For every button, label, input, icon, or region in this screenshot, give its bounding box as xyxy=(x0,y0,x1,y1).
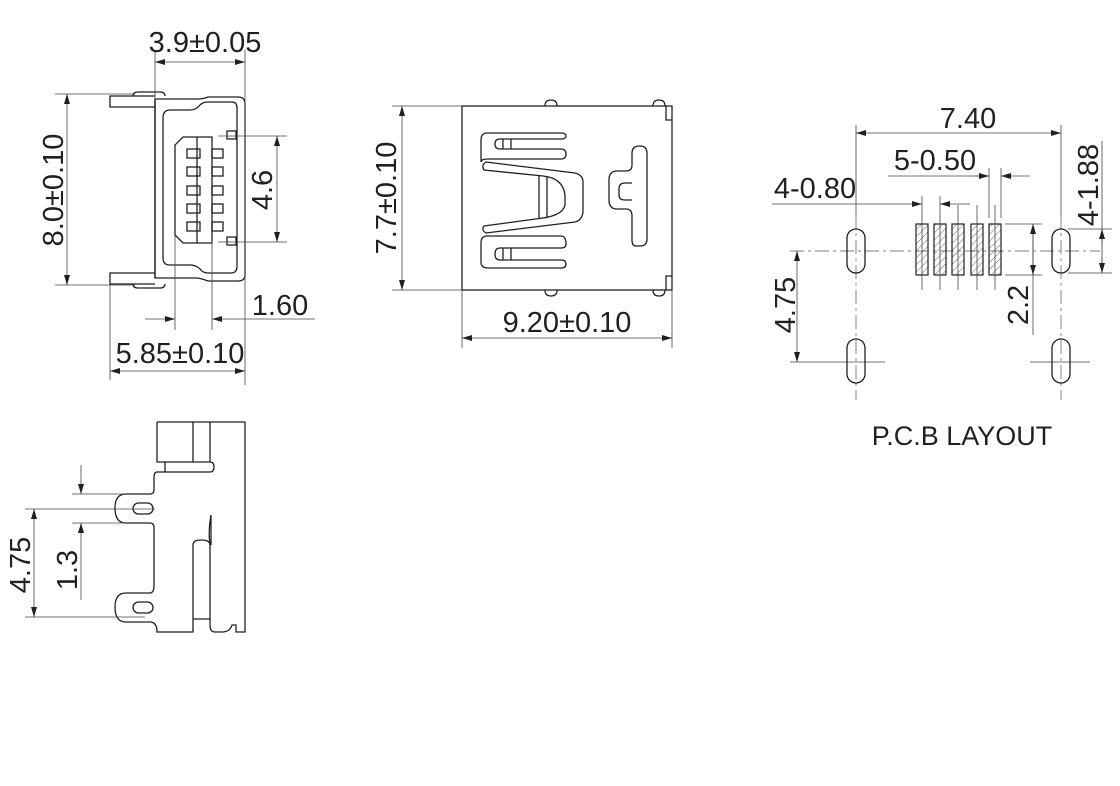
profile-dimension-lines xyxy=(25,465,155,618)
slot-width-label: 4-0.80 xyxy=(774,173,856,205)
side-bump xyxy=(544,99,558,107)
slot-hole xyxy=(846,338,866,384)
pin-contact xyxy=(186,185,224,196)
inner-shell xyxy=(162,101,238,274)
front-dimension-lines xyxy=(55,50,315,385)
side-view: 7.7±0.10 9.20±0.10 xyxy=(371,99,673,348)
v-spring-cutout xyxy=(482,161,584,234)
upper-spring-cutout xyxy=(480,132,567,163)
lower-spring-cutout xyxy=(480,235,567,269)
tab-width-label: 1.3 xyxy=(52,550,84,590)
pin-contact xyxy=(186,221,224,232)
pin-contact xyxy=(186,203,224,214)
bottom-flange-bump xyxy=(132,283,166,289)
pin-span-label: 4.6 xyxy=(247,170,279,210)
t-latch-cutout xyxy=(608,145,648,247)
top-flange xyxy=(109,95,155,108)
side-bump xyxy=(544,289,558,297)
pin-contact xyxy=(186,148,224,159)
latch-notch xyxy=(226,130,237,140)
side-bump xyxy=(652,289,666,297)
tab-hole xyxy=(132,601,154,614)
slot-hole xyxy=(846,228,866,274)
offset-label: 1.60 xyxy=(252,290,308,322)
side-length-label: 9.20±0.10 xyxy=(503,307,632,339)
slot-length-label: 4-1.88 xyxy=(1073,144,1105,226)
tab-hole xyxy=(132,502,154,515)
pcb-layout: 7.40 5-0.50 4-0.80 4-1.88 2.2 4.75 P.C.B… xyxy=(770,103,1112,451)
slot-hole xyxy=(1051,338,1071,384)
tab-spacing-label: 4.75 xyxy=(5,537,37,593)
side-body xyxy=(461,105,673,291)
side-bump xyxy=(652,99,666,107)
slot-spacing-y-label: 4.75 xyxy=(770,277,802,333)
insert xyxy=(174,136,213,244)
pin-contacts xyxy=(186,148,224,232)
pads xyxy=(915,223,1002,276)
latch-notch xyxy=(226,236,237,246)
front-height-label: 8.0±0.10 xyxy=(38,134,70,247)
pin-contact xyxy=(186,166,224,177)
profile-rear-outline xyxy=(157,421,246,633)
side-height-label: 7.7±0.10 xyxy=(371,142,403,255)
bottom-flange xyxy=(109,272,155,285)
front-width-bottom-label: 5.85±0.10 xyxy=(116,338,245,370)
pcb-dimension-lines xyxy=(772,125,1112,363)
pcb-layout-caption: P.C.B LAYOUT xyxy=(872,421,1053,451)
side-corner-notch xyxy=(665,106,672,121)
profile-view: 4.75 1.3 xyxy=(5,421,246,633)
front-width-top-label: 3.9±0.05 xyxy=(149,27,262,59)
pad-pitch-label: 5-0.50 xyxy=(894,145,976,177)
profile-front-outline xyxy=(114,422,215,633)
side-corner-notch xyxy=(665,275,672,290)
slot-spacing-x-label: 7.40 xyxy=(940,103,996,135)
front-view: 3.9±0.05 8.0±0.10 4.6 1.60 5.85±0.10 xyxy=(38,27,315,385)
pad-length-label: 2.2 xyxy=(1003,285,1035,325)
side-dimension-lines xyxy=(392,105,673,348)
slot-hole xyxy=(1051,228,1071,274)
